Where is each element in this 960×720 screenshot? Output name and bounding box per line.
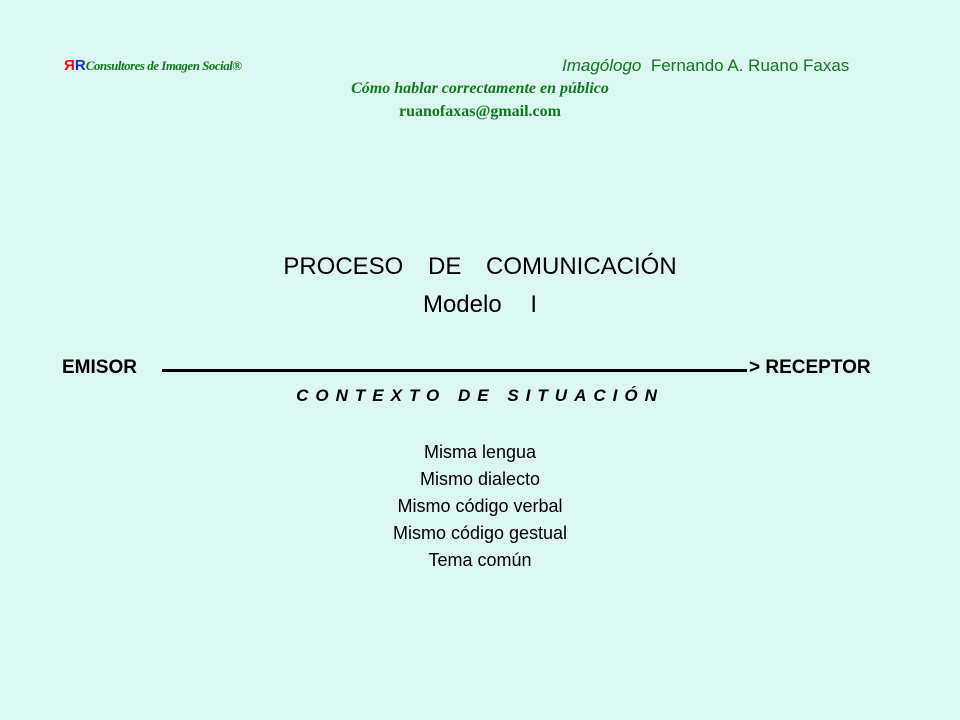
page-title: PROCESO DE COMUNICACIÓN (283, 253, 677, 280)
context-label: CONTEXTO DE SITUACIÓN (296, 386, 664, 405)
author-name: Fernando A. Ruano Faxas (650, 56, 850, 75)
list-item: Mismo código gestual (392, 523, 568, 543)
subtitle: Cómo hablar correctamente en público (351, 80, 609, 97)
model-label: Modelo I (422, 291, 538, 318)
author-title: Imagólogo (562, 56, 642, 75)
list-item: Mismo dialecto (419, 469, 541, 489)
receptor: > RECEPTOR (749, 357, 871, 379)
arrow-head: > (749, 357, 761, 378)
receptor-label: RECEPTOR (765, 357, 871, 378)
list-item: Misma lengua (423, 442, 537, 462)
emisor-label: EMISOR (62, 357, 137, 378)
email: ruanofaxas@gmail.com (399, 103, 561, 120)
arrow-line (162, 369, 747, 372)
company-logo: RRConsultores de Imagen Social® (64, 57, 242, 74)
author: Imagólogo Fernando A. Ruano Faxas (562, 56, 849, 76)
list-item: Mismo código verbal (397, 496, 563, 516)
company-name: Consultores de Imagen Social® (85, 58, 242, 73)
conditions-list: Misma lengua Mismo dialecto Mismo código… (0, 441, 960, 576)
list-item: Tema común (428, 550, 532, 570)
logo-mark: R (64, 57, 75, 74)
